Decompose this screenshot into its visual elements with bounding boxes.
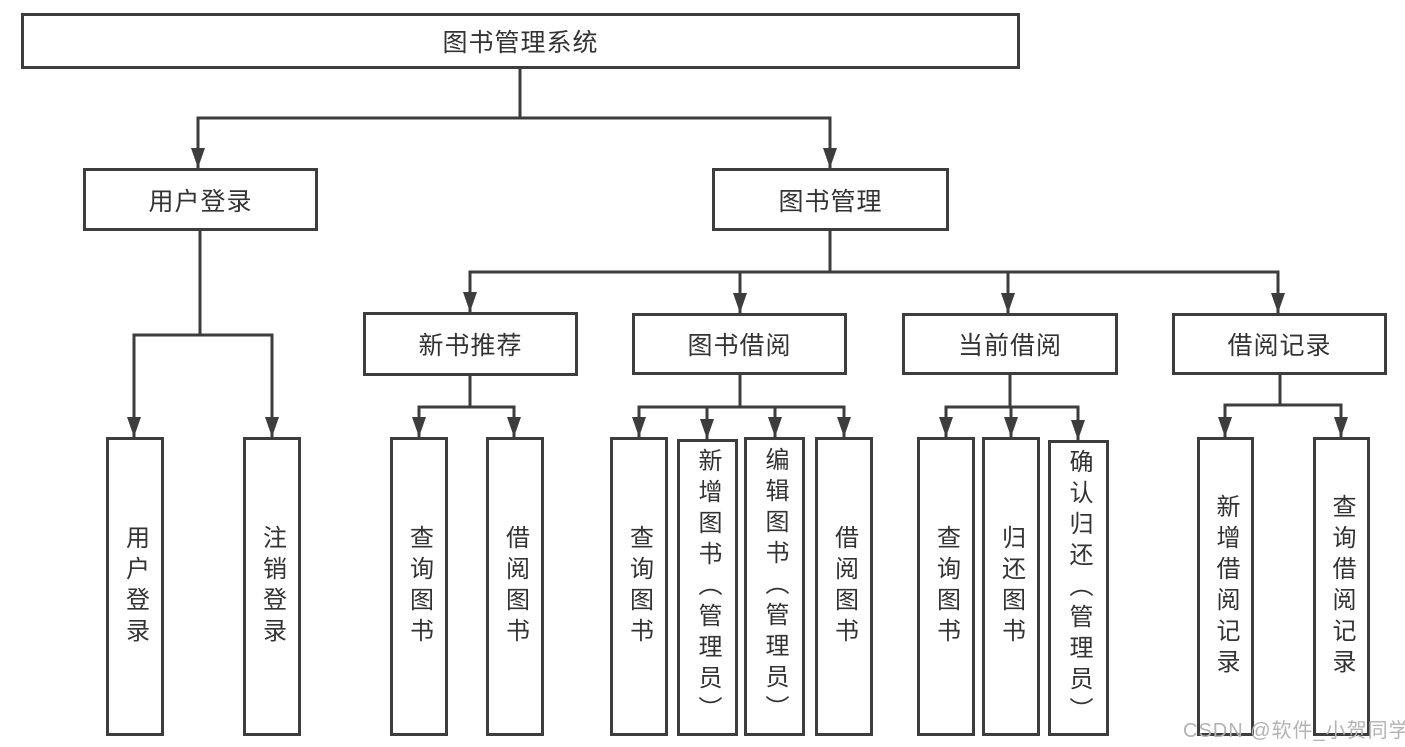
node-leaf-confirm-return-admin: 确认归还（管理员） xyxy=(1048,440,1109,736)
node-leaf-query-borrow-record: 查询借阅记录 xyxy=(1313,437,1370,736)
node-book-borrow: 图书借阅 xyxy=(632,313,847,375)
node-current-borrow: 当前借阅 xyxy=(902,313,1118,375)
node-new-book-recommend: 新书推荐 xyxy=(363,312,578,376)
node-leaf-return-book: 归还图书 xyxy=(982,437,1040,736)
node-leaf-add-book-admin: 新增图书（管理员） xyxy=(677,439,738,736)
node-user-login-branch: 用户登录 xyxy=(83,168,318,231)
node-leaf-borrow-books-2: 借阅图书 xyxy=(815,437,873,736)
node-leaf-user-login: 用户登录 xyxy=(106,437,164,736)
node-book-management: 图书管理 xyxy=(712,168,949,231)
node-leaf-add-borrow-record: 新增借阅记录 xyxy=(1197,437,1254,736)
node-leaf-borrow-books-1: 借阅图书 xyxy=(486,437,544,736)
node-borrow-records: 借阅记录 xyxy=(1172,313,1387,375)
node-leaf-edit-book-admin: 编辑图书（管理员） xyxy=(744,437,805,736)
node-leaf-logout: 注销登录 xyxy=(243,437,301,736)
node-leaf-query-books-2: 查询图书 xyxy=(610,437,668,736)
node-root: 图书管理系统 xyxy=(21,13,1020,69)
node-leaf-query-books-3: 查询图书 xyxy=(917,437,975,736)
node-leaf-query-books-1: 查询图书 xyxy=(390,437,448,736)
watermark-text: CSDN @软件_小贺同学 xyxy=(1183,720,1405,742)
